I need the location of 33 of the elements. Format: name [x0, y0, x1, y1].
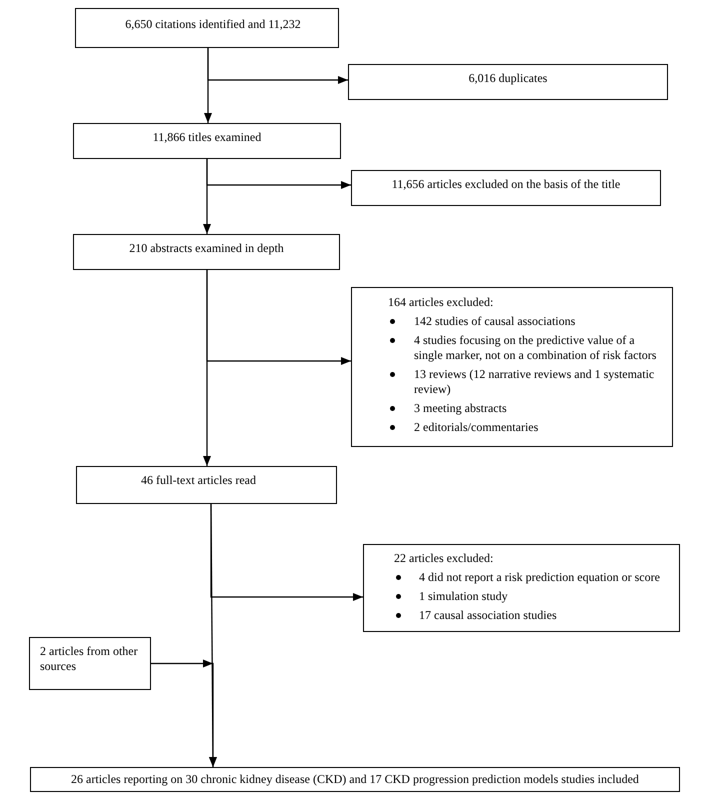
arrow	[206, 270, 351, 365]
step-text: 26 articles reporting on 30 chronic kidney disease (CKD) and 17 CKD progression prediction models studies included	[70, 772, 640, 787]
list-item: 13 reviews (12 narrative reviews and 1 systematic review)	[414, 367, 656, 397]
flow-box	[363, 544, 680, 632]
flow-box	[348, 64, 668, 100]
list-item: 1 simulation study	[419, 589, 508, 604]
step-text: 6,016 duplicates	[468, 71, 548, 86]
flow-box	[29, 637, 151, 690]
flow-box	[73, 234, 340, 270]
arrow	[207, 48, 348, 84]
step-text: 6,650 citations identified and 11,232	[124, 17, 302, 32]
list-heading: 22 articles excluded:	[394, 551, 494, 566]
list-item: 4 did not report a risk prediction equation or score	[419, 570, 660, 585]
list-item: 2 editorials/commentaries	[414, 420, 538, 435]
arrow	[210, 504, 363, 601]
step-text: 11,866 titles examined	[152, 130, 262, 145]
step-text: 2 articles from other sources	[40, 644, 139, 674]
list-item: 17 causal association studies	[419, 608, 557, 623]
step-text: 210 abstracts examined in depth	[128, 241, 285, 256]
list-item: 3 meeting abstracts	[414, 401, 507, 416]
list-item: 4 studies focusing on the predictive value of a single marker, not on a combination of risk factors	[414, 333, 658, 363]
flow-box	[351, 170, 661, 206]
flow-box	[73, 123, 341, 159]
flow-box	[76, 466, 337, 504]
step-text: 46 full-text articles read	[140, 473, 257, 488]
list-heading: 164 articles excluded:	[388, 295, 494, 310]
arrow	[206, 159, 351, 189]
flow-box	[351, 287, 673, 447]
list-item: 142 studies of causal associations	[414, 314, 576, 329]
arrow	[151, 660, 217, 767]
step-text: 11,656 articles excluded on the basis of the title	[390, 177, 622, 192]
flow-box	[75, 8, 339, 48]
flow-box	[30, 767, 680, 792]
